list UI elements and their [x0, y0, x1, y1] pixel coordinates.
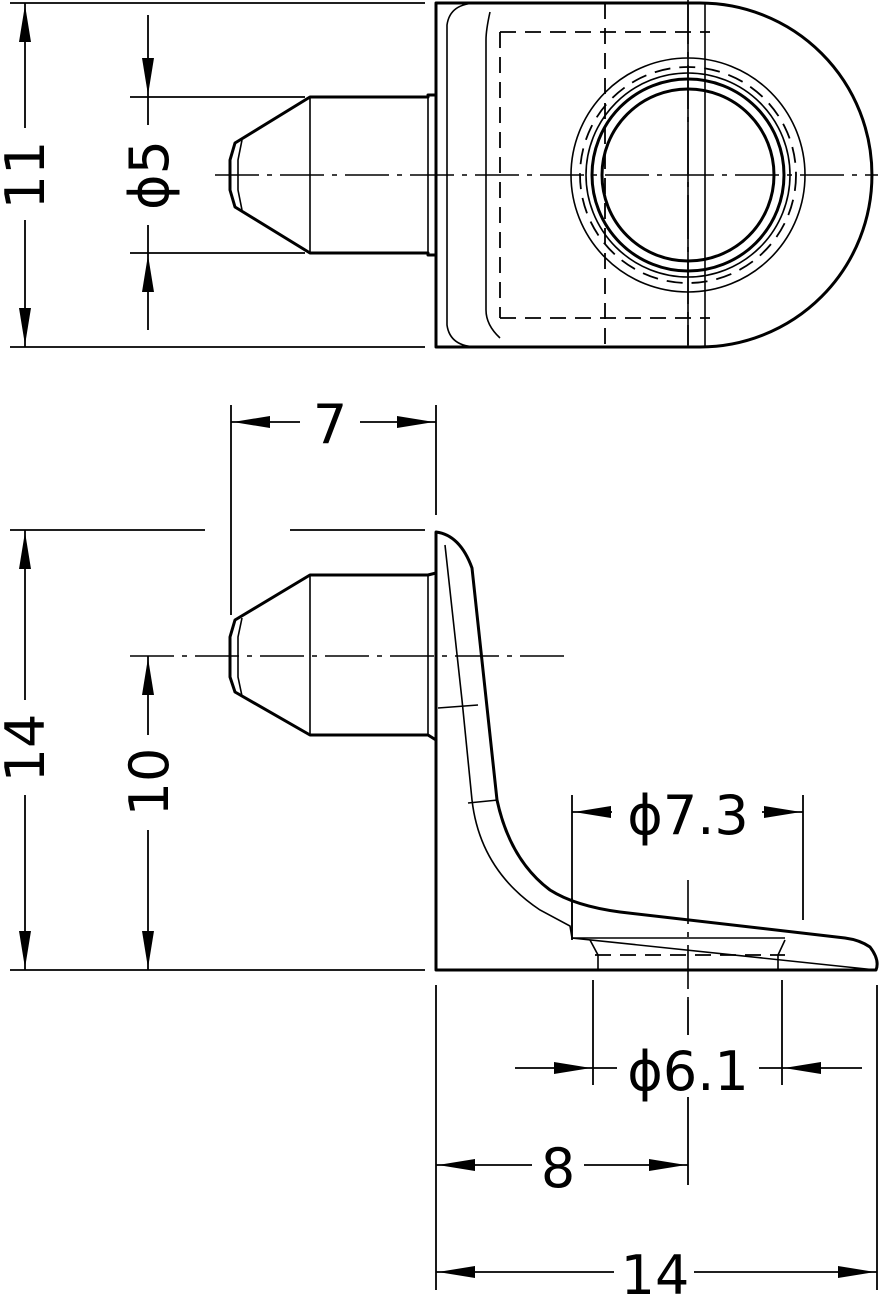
arrow-head [554, 1062, 591, 1074]
label-background [532, 1135, 584, 1197]
arrow-head [397, 416, 434, 428]
arrow-head [19, 5, 31, 42]
label-background [617, 1035, 759, 1097]
dim-label-pin-diameter: ϕ5 [118, 140, 181, 210]
top-view [215, 0, 878, 349]
side-view-bracket-outline [434, 530, 879, 972]
arrow-head [649, 1159, 686, 1171]
label-background [122, 125, 174, 225]
dimension-labels: 11 ϕ5 7 14 10 ϕ7.3 ϕ6.1 8 14 [0, 125, 762, 1298]
arrow-head [438, 1159, 475, 1171]
arrow-head [142, 658, 154, 695]
side-view-pin [228, 571, 438, 742]
side-view-pin-chamfer [237, 617, 243, 697]
dim-label-hole-outer: ϕ7.3 [627, 784, 749, 847]
label-background [612, 778, 762, 840]
arrow-head [142, 255, 154, 292]
side-view [130, 530, 879, 1000]
arrow-head [142, 58, 154, 95]
label-background [0, 700, 52, 795]
arrow-head [438, 1266, 475, 1278]
arrow-head [764, 806, 801, 818]
dim-label-pin-length: 7 [313, 393, 347, 456]
side-view-section-line-2 [467, 799, 499, 804]
arrow-head [233, 416, 270, 428]
top-view-body-outline [434, 1, 874, 349]
side-view-section-line [437, 704, 479, 709]
arrow-head [19, 931, 31, 968]
dim-label-hole-offset: 8 [541, 1137, 575, 1200]
label-background [122, 735, 174, 830]
label-background [300, 390, 360, 448]
label-background [0, 128, 52, 220]
dim-label-overall-height: 14 [0, 714, 57, 783]
dim-label-overall-length: 14 [621, 1244, 690, 1298]
side-view-bracket-inner [444, 544, 877, 971]
arrow-head [19, 308, 31, 345]
label-background [614, 1240, 694, 1298]
arrow-head [574, 806, 611, 818]
dim-label-top-height: 11 [0, 141, 57, 210]
arrow-head [19, 532, 31, 569]
arrow-head [784, 1062, 821, 1074]
dim-label-hole-inner: ϕ6.1 [627, 1040, 749, 1103]
arrow-head [838, 1266, 875, 1278]
dim-label-pin-height: 10 [118, 748, 181, 817]
arrow-head [142, 931, 154, 968]
